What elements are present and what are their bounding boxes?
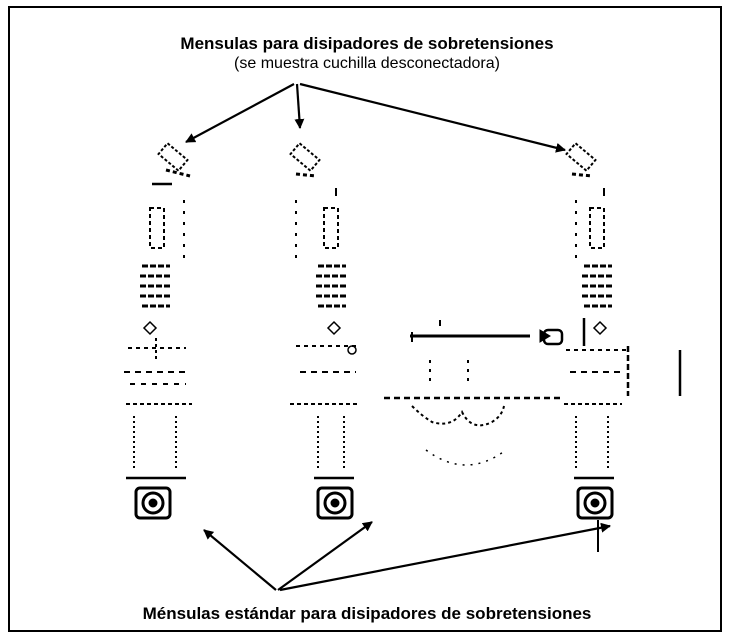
figure-border [8,6,722,632]
top-arrow-middle [294,83,305,129]
middle-arrester-bracket [289,141,337,196]
middle-base-bracket [316,486,354,520]
bottom-callout-arrows [203,521,611,592]
left-base-bracket [134,486,172,520]
right-arrester-bracket [565,141,605,196]
left-insulator-sheds [140,264,172,308]
bottom-caption-title: Ménsulas estándar para disipadores de so… [142,604,592,623]
bottom-arrow-left [203,529,277,591]
disconnect-switch [384,320,564,466]
right-insulator-sheds [582,264,614,308]
middle-assembly [289,141,360,520]
top-caption-title: Mensulas para disipadores de sobretensio… [180,34,554,53]
bottom-arrow-right [279,522,611,592]
right-assembly [564,141,630,552]
top-callout-arrows [185,82,566,153]
top-arrow-right [299,82,566,153]
bottom-arrow-middle [277,521,373,591]
left-assembly [124,141,192,520]
top-arrow-left [185,83,295,143]
right-base-bracket [576,486,614,520]
top-caption-subtitle: (se muestra cuchilla desconectadora) [234,55,500,72]
left-arrester-bracket [152,141,191,186]
middle-insulator-sheds [316,264,348,308]
